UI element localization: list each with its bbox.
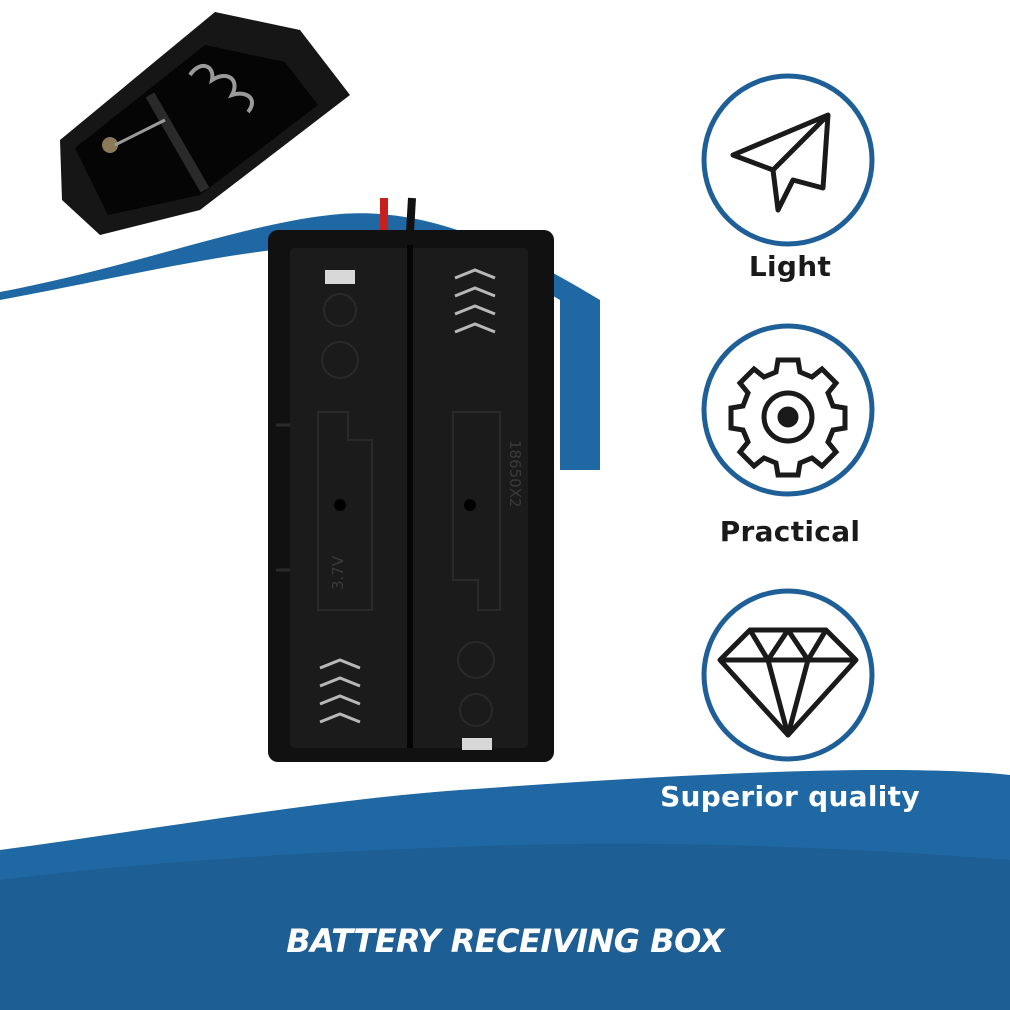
right-slot-marking: 18650X2 <box>506 440 524 508</box>
left-slot-marking: 3.7V <box>329 555 347 590</box>
battery-holder <box>268 230 554 762</box>
banner-title: BATTERY RECEIVING BOX <box>286 922 724 960</box>
feature-label-practical: Practical <box>719 515 861 548</box>
black-wire <box>406 197 416 233</box>
feature-label-superior-quality: Superior quality <box>660 780 920 813</box>
gear-icon <box>701 323 875 497</box>
feature-label-light: Light <box>748 250 832 283</box>
paper-plane-icon <box>701 73 875 247</box>
product-photo-top <box>60 12 350 235</box>
dark-blue-wave <box>0 843 1010 1010</box>
diamond-icon <box>701 588 875 762</box>
